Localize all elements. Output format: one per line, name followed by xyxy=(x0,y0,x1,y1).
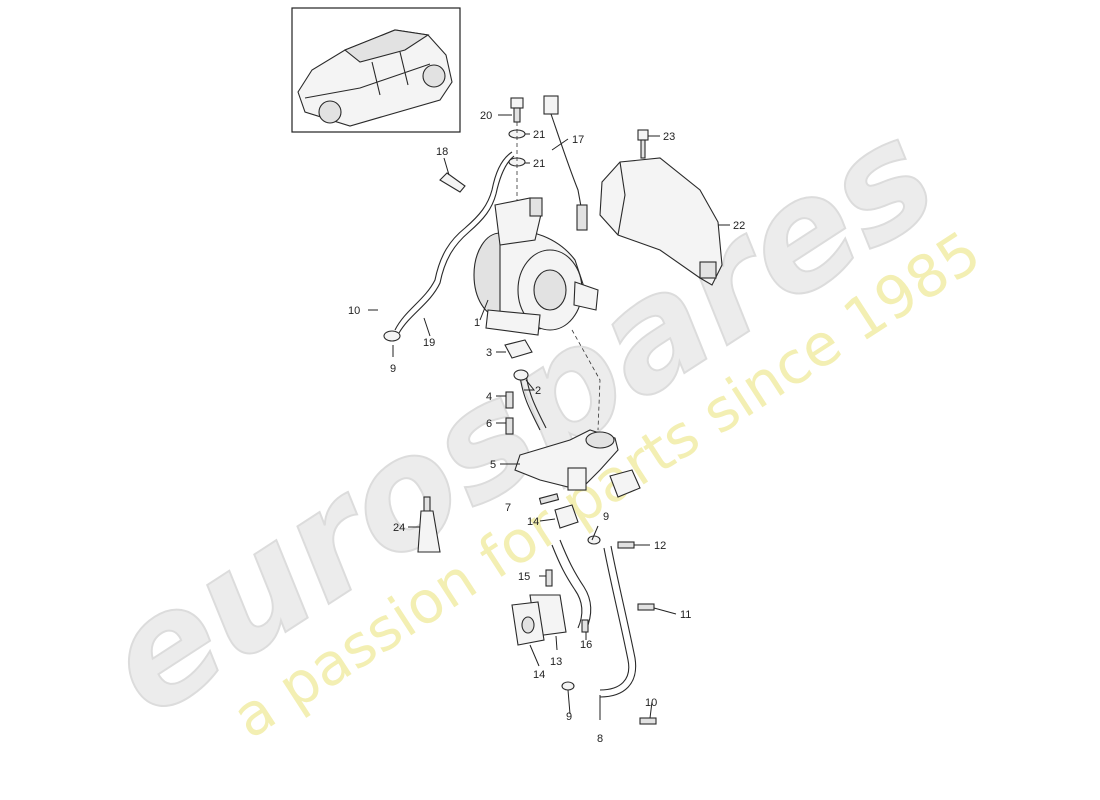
banjo-bolt-and-washers xyxy=(508,97,526,200)
callout-7: 7 xyxy=(505,502,511,514)
return-pipe xyxy=(561,535,657,725)
callout-17: 17 xyxy=(572,134,584,146)
vehicle-thumbnail xyxy=(291,7,461,133)
callout-5: 5 xyxy=(490,459,496,471)
callout-19: 19 xyxy=(423,337,435,349)
callout-14-upper: 14 xyxy=(527,516,539,528)
leader-lines xyxy=(368,114,730,720)
outlet-flange xyxy=(514,329,641,498)
callout-21-lower: 21 xyxy=(533,158,545,170)
turbocharger xyxy=(473,197,599,336)
bolt-and-gasket xyxy=(538,493,579,529)
callout-3: 3 xyxy=(486,347,492,359)
callout-13: 13 xyxy=(550,656,562,668)
callout-12: 12 xyxy=(654,540,666,552)
callout-1: 1 xyxy=(474,317,480,329)
callout-20: 20 xyxy=(480,110,492,122)
callout-10-left: 10 xyxy=(348,305,360,317)
oil-feed-line xyxy=(383,151,515,342)
callout-2: 2 xyxy=(535,385,541,397)
sensor xyxy=(543,95,588,231)
callout-9-middle: 9 xyxy=(603,511,609,523)
watermark-brand: eurospares xyxy=(75,88,965,750)
callout-22: 22 xyxy=(733,220,745,232)
callout-24: 24 xyxy=(393,522,405,534)
callout-9-bottom: 9 xyxy=(566,711,572,723)
callout-labels: 1 2 3 4 5 6 7 8 9 9 9 10 10 11 12 13 14 … xyxy=(348,110,745,745)
callout-18: 18 xyxy=(436,146,448,158)
sealant-tube xyxy=(417,496,441,553)
callout-4: 4 xyxy=(486,391,492,403)
callout-10-bottom: 10 xyxy=(645,697,657,709)
callout-16: 16 xyxy=(580,639,592,651)
callout-8: 8 xyxy=(597,733,603,745)
callout-14-lower: 14 xyxy=(533,669,545,681)
heat-shield xyxy=(599,129,723,286)
oil-return-parts xyxy=(504,339,547,435)
callout-9-left: 9 xyxy=(390,363,396,375)
connecting-pipe xyxy=(511,539,592,646)
callout-15: 15 xyxy=(518,571,530,583)
callout-6: 6 xyxy=(486,418,492,430)
callout-21-upper: 21 xyxy=(533,129,545,141)
callout-11: 11 xyxy=(680,609,691,621)
callout-23: 23 xyxy=(663,131,675,143)
